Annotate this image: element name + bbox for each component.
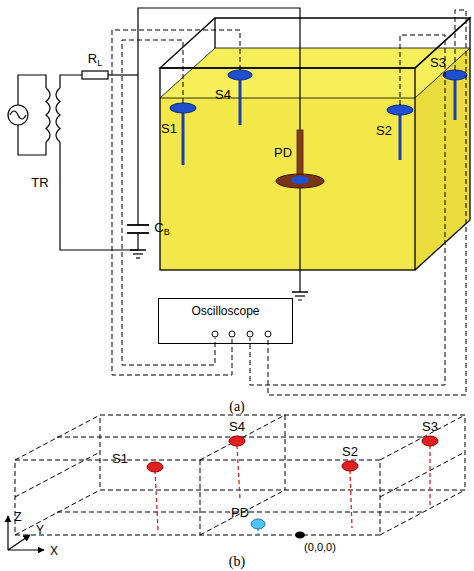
- capacitor-label: CB: [154, 221, 169, 236]
- sensor-label: S1: [161, 122, 177, 135]
- sensor-label: S4: [215, 88, 231, 101]
- pd-label: PD: [274, 146, 292, 159]
- panel-label: (b): [229, 555, 245, 569]
- sensor-label: S1: [112, 452, 128, 465]
- axes: [8, 516, 44, 550]
- sensor-positions: [147, 436, 438, 539]
- pd-electrode: [138, 8, 324, 300]
- hv-circuit: [8, 71, 149, 258]
- origin-label: (0,0,0): [304, 542, 336, 553]
- axis-label: Z: [14, 511, 21, 523]
- uhf-sensors: [170, 70, 467, 165]
- coordinate-box: [15, 415, 465, 535]
- sensor-label: S2: [342, 445, 358, 458]
- panel-label: (a): [229, 400, 245, 414]
- pd-label: PD: [231, 506, 249, 519]
- node-text: Oscilloscope: [159, 299, 292, 318]
- sensor-label: S2: [376, 124, 392, 137]
- axis-label: X: [50, 545, 58, 557]
- transformer-label: TR: [31, 176, 48, 189]
- sensor-label: S4: [229, 420, 245, 433]
- resistor-label: RL: [88, 52, 102, 67]
- signal-cables: [112, 10, 466, 395]
- oscilloscope-box: Oscilloscope: [158, 298, 293, 344]
- sensor-label: S3: [422, 420, 438, 433]
- oil-tank: [160, 18, 470, 270]
- sensor-label: S3: [430, 56, 446, 69]
- scope-terminals: [212, 331, 271, 337]
- axis-label: Y: [36, 524, 44, 536]
